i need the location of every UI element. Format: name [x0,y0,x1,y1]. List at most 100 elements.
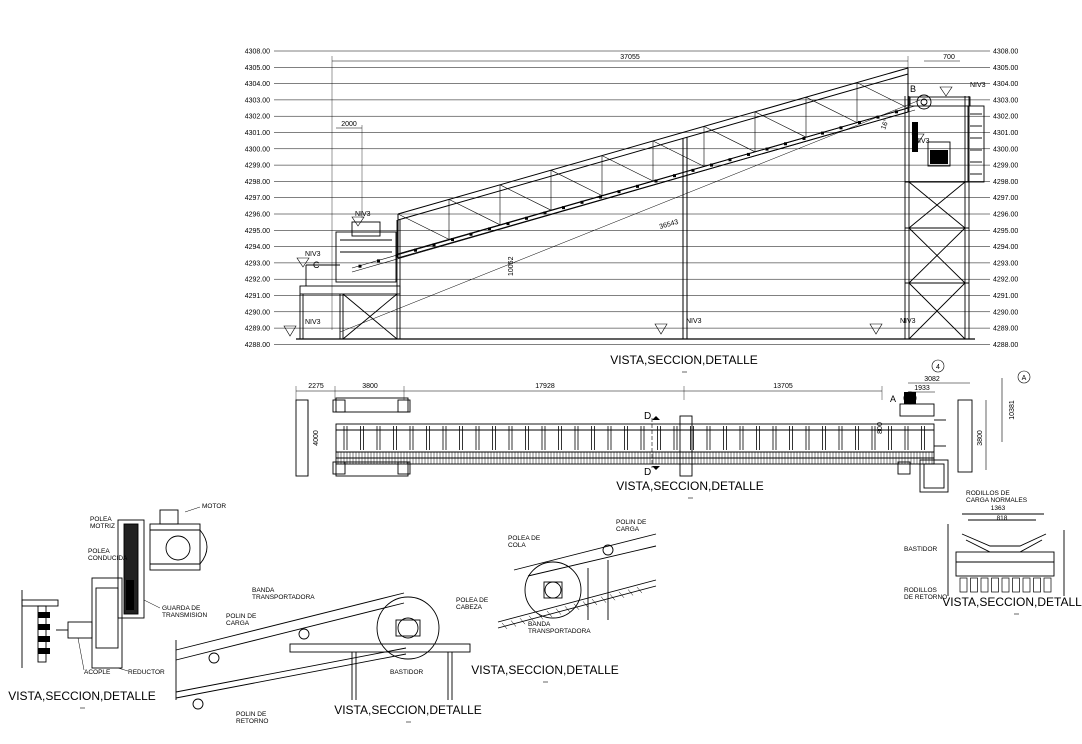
level-label: 4300.00 [993,146,1018,153]
level-label: 4296.00 [245,212,270,219]
plan-dim-1: 2275 [308,383,324,390]
level-label: 4304.00 [245,81,270,88]
plan-drive-block [904,392,916,404]
idler-title: VISTA,SECCION,DETALLE [942,595,1082,609]
motor-body [149,523,201,571]
plan-idlers [343,426,925,450]
svg-text:NIV3: NIV3 [355,211,371,218]
level-label: 4293.00 [993,260,1018,267]
intermediate-support [682,137,688,339]
level-label: 4301.00 [993,130,1018,137]
svg-text:NIV3: NIV3 [305,251,321,258]
level-label: 4290.00 [993,309,1018,316]
conveyor-truss [339,67,921,333]
label-motor: MOTOR [202,503,226,510]
level-label: 4295.00 [993,228,1018,235]
label-acople: ACOPLE [84,669,111,676]
level-label: 4294.00 [245,244,270,251]
idler-dim-1: 1363 [991,505,1006,512]
level-labels-right: 4308.004305.004304.004303.004302.004301.… [993,49,1018,349]
dim-angle: 16° [879,118,890,131]
label-reductor: REDUCTOR [128,669,165,676]
plan-dim-7: 10381 [1009,400,1016,420]
level-label: 4295.00 [245,228,270,235]
nivel-marker-5: NIV3 [869,318,916,335]
nivel-marker-1: NIV3 [283,319,321,337]
head-title: VISTA,SECCION,DETALLE [334,703,482,717]
dim-left: 2000 [341,121,357,128]
dim-right: 700 [943,54,955,61]
idler-dim-2: 818 [997,515,1008,522]
dim-height: 10052 [508,256,515,276]
svg-text:NIV3: NIV3 [970,82,986,89]
level-label: 4308.00 [245,49,270,56]
level-label: 4297.00 [245,195,270,202]
level-label: 4301.00 [245,130,270,137]
level-label: 4305.00 [993,65,1018,72]
tail-title: VISTA,SECCION,DETALLE [471,663,619,677]
plan-dim-3: 17928 [535,383,555,390]
level-label: 4292.00 [993,277,1018,284]
level-lines [274,50,990,345]
drive-title: VISTA,SECCION,DETALLE [8,689,156,703]
level-label: 4288.00 [245,342,270,349]
level-label: 4290.00 [245,309,270,316]
level-label: 4291.00 [993,293,1018,300]
level-label: 4298.00 [993,179,1018,186]
plan-base-plates [295,397,973,477]
plan-dim-4: 13705 [773,383,793,390]
head-chute [912,122,918,152]
svg-text:NIV3: NIV3 [686,318,702,325]
label-bastidor: BASTIDOR [390,669,424,676]
plan-view: 2275 3800 17928 13705 3082 1933 10381 38… [295,359,1031,499]
nivel-marker-6: NIV3 [939,82,986,97]
level-label: 4294.00 [993,244,1018,251]
label-bastidor-idler: BASTIDOR [904,546,938,553]
marker-c: C [313,260,320,270]
plan-dim-8: 3800 [977,430,984,446]
level-label: 4298.00 [245,179,270,186]
level-label: 4299.00 [993,163,1018,170]
axis-4: 4 [936,364,940,371]
plan-dim-6: 1933 [914,385,930,392]
level-label: 4292.00 [245,277,270,284]
tail-structure [299,220,401,340]
level-label: 4302.00 [245,114,270,121]
nivel-marker-7: NIV3 [911,133,930,145]
level-label: 4304.00 [993,81,1018,88]
truss-web [397,68,909,254]
marker-b: B [910,84,916,94]
elevation-view: 4308.00 4305.00 4304.00 4303.00 4302.00 4301.… [245,49,1018,373]
section-d-bottom: D [644,467,651,478]
level-labels-left: 4308.004305.004304.004303.004302.004301.… [245,49,270,349]
section-d-top: D [644,411,651,422]
plan-dim-9: 4000 [313,430,320,446]
level-label: 4308.00 [993,49,1018,56]
level-label: 4299.00 [245,163,270,170]
level-label: 4296.00 [993,212,1018,219]
dim-overall: 37055 [620,54,640,61]
level-label: 4291.00 [245,293,270,300]
nivel-marker-2: NIV3 [351,211,371,227]
carrying-idlers [358,110,898,268]
plan-dim-5: 3082 [924,376,940,383]
svg-text:NIV3: NIV3 [914,138,930,145]
level-label: 4289.00 [245,326,270,333]
level-label: 4303.00 [993,97,1018,104]
drive-unit-block [930,150,948,164]
level-label: 4297.00 [993,195,1018,202]
svg-text:NIV3: NIV3 [305,319,321,326]
plan-dim-2: 3800 [362,383,378,390]
plan-head-end [899,391,949,493]
